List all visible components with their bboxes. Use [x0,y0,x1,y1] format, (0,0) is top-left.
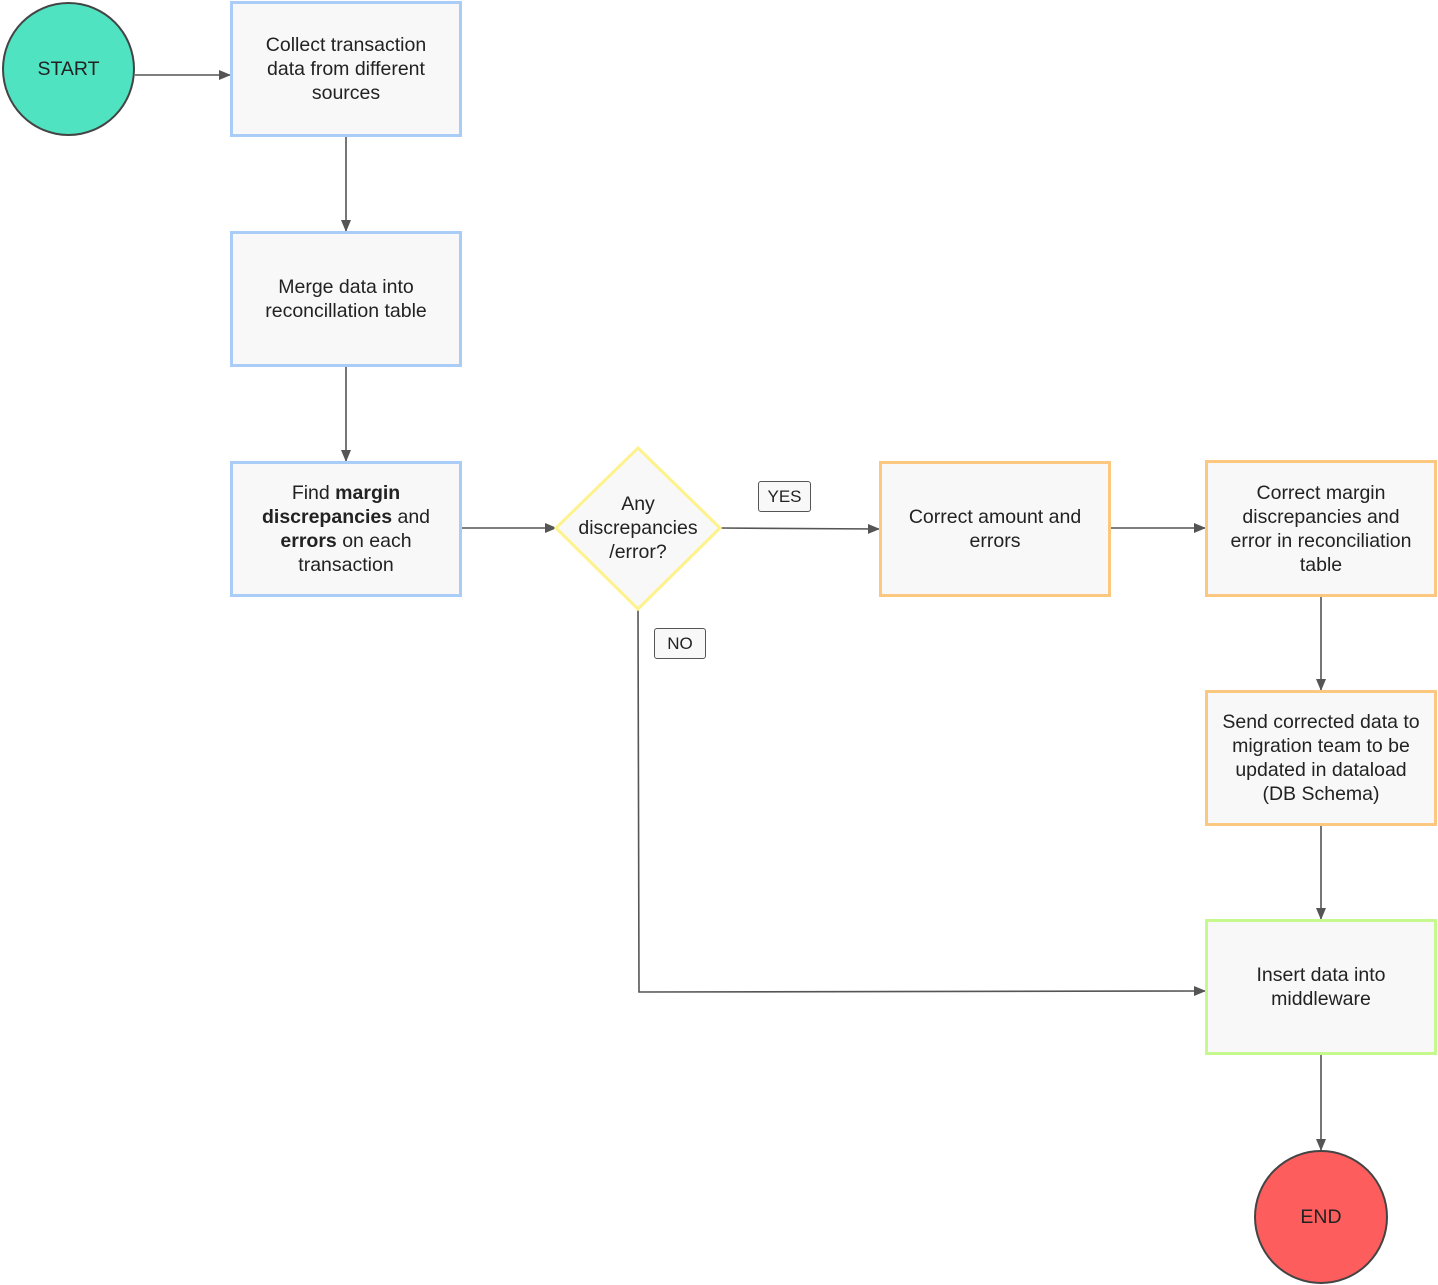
insert-middleware-step: Insert data into middleware [1205,919,1437,1055]
correct-amount-step: Correct amount and errors [879,461,1111,597]
collect-data-step: Collect transaction data from different … [230,1,462,137]
edge-decision-yes [719,523,880,534]
correct-margin-step: Correct margin discrepancies and error i… [1205,460,1437,597]
start-label: START [37,58,100,80]
start-node: START [2,2,135,136]
find-text-2: and [392,506,431,528]
decision-text: Any discrepancies /error? [578,493,698,563]
end-node: END [1254,1150,1388,1284]
decision-diamond [553,445,723,612]
collect-data-label: Collect transaction data from different … [265,34,427,104]
yes-edge-label: YES [758,481,811,512]
merge-data-label: Merge data into reconcillation table [265,276,427,322]
edge-decision-no [637,608,1206,997]
decision-label: Any discrepancies /error? [570,492,706,564]
merge-data-step: Merge data into reconcillation table [230,231,462,367]
correct-margin-label: Correct margin discrepancies and error i… [1230,481,1412,576]
end-label: END [1300,1206,1342,1228]
find-text-3: on each transaction [298,530,412,576]
insert-middleware-label: Insert data into middleware [1256,964,1386,1010]
find-text-bold-errors: errors [280,530,337,552]
no-edge-label: NO [654,628,706,659]
send-corrected-data-label: Send corrected data to migration team to… [1222,711,1420,805]
find-text-1: Find [291,482,336,504]
find-discrepancies-label: Find margin discrepancies and errors on … [253,481,439,577]
find-text-bold-margin: margin discrepancies [261,482,401,528]
send-corrected-data-step: Send corrected data to migration team to… [1205,690,1437,826]
correct-amount-label: Correct amount and errors [908,506,1082,552]
find-discrepancies-step: Find margin discrepancies and errors on … [230,461,462,597]
